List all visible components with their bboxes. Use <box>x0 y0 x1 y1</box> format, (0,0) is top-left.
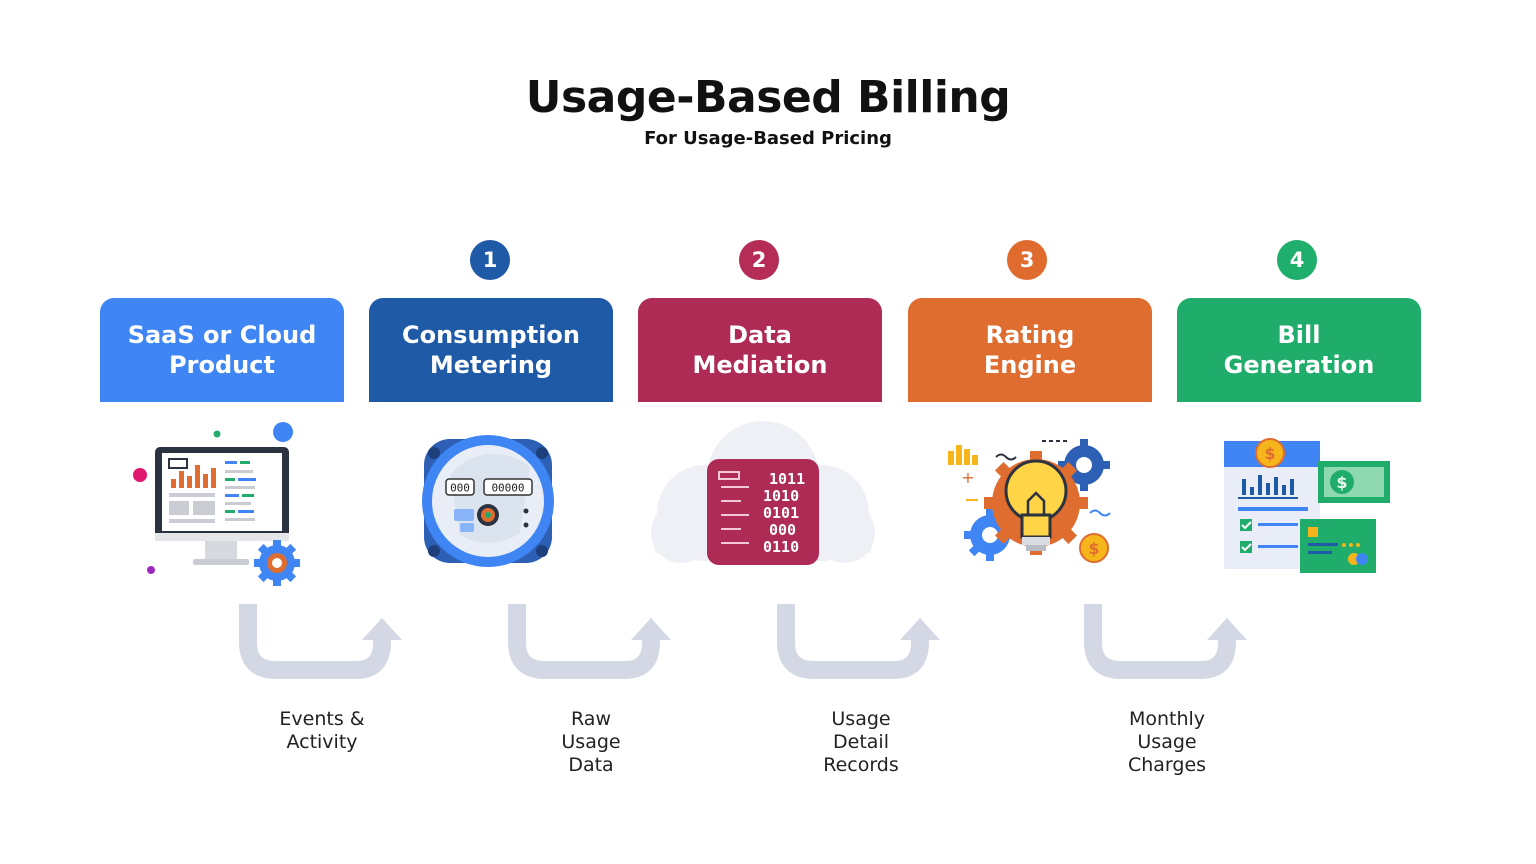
stage-label-line: Consumption <box>401 321 581 349</box>
flow-label-line: Monthly <box>1128 708 1206 730</box>
flow-label-events-activity: Events & Activity <box>242 708 402 754</box>
flow-label-line: Activity <box>286 731 358 753</box>
flow-label-line: Charges <box>1127 754 1207 776</box>
binary-cloud-icon: 1011 1010 0101 000 0110 <box>651 421 875 565</box>
stage-label-line: Engine <box>983 351 1077 379</box>
flow-arrow-1 <box>239 604 402 679</box>
meter-digits-left: 000 <box>450 482 470 495</box>
binary-row: 0110 <box>763 538 799 556</box>
meter-digits-right: 00000 <box>491 482 524 495</box>
binary-data-rows: 1011 1010 0101 000 0110 <box>763 470 805 556</box>
flow-label-raw-usage-data: Raw Usage Data <box>511 708 671 777</box>
flow-arrow-2 <box>508 604 671 679</box>
binary-row: 1011 <box>769 470 805 488</box>
stage-label-line: Rating <box>985 321 1075 349</box>
step-badge-3: 3 <box>1007 240 1047 280</box>
stage-label-line: Bill <box>1277 321 1321 349</box>
stage-label-line: Mediation <box>692 351 828 379</box>
stage-label-line: SaaS or Cloud <box>127 321 317 349</box>
flow-label-line: Data <box>568 754 614 776</box>
svg-text:+: + <box>961 468 974 487</box>
step-badge-2: 2 <box>739 240 779 280</box>
stage-label-line: Generation <box>1223 351 1375 379</box>
lightbulb-gears-icon: + $ <box>948 439 1111 563</box>
binary-row: 0101 <box>763 504 799 522</box>
currency-symbol: $ <box>1336 473 1347 492</box>
binary-row: 1010 <box>763 487 799 505</box>
flow-label-monthly-usage-charges: Monthly Usage Charges <box>1087 708 1247 777</box>
flow-label-line: Raw <box>571 708 611 730</box>
currency-symbol: $ <box>1088 539 1099 558</box>
step-badge-4: 4 <box>1277 240 1317 280</box>
flow-label-line: Records <box>823 754 899 776</box>
page-title: Usage-Based Billing <box>525 72 1011 123</box>
flow-label-line: Usage <box>831 708 891 730</box>
flow-label-line: Events & <box>279 708 365 730</box>
flow-arrow-4 <box>1084 604 1247 679</box>
flow-label-line: Usage <box>1137 731 1197 753</box>
flow-label-line: Detail <box>833 731 889 753</box>
binary-row: 000 <box>769 521 796 539</box>
flow-arrow-3 <box>777 604 940 679</box>
step-badge-1: 1 <box>470 240 510 280</box>
invoice-money-icon: $ $ <box>1224 438 1390 573</box>
flow-label-usage-detail-records: Usage Detail Records <box>781 708 941 777</box>
flow-label-line: Usage <box>561 731 621 753</box>
stage-label-line: Product <box>169 351 275 379</box>
stage-label-line: Metering <box>429 351 553 379</box>
currency-symbol: $ <box>1264 444 1275 463</box>
page-subtitle: For Usage-Based Pricing <box>644 128 892 149</box>
stage-label-line: Data <box>728 321 792 349</box>
monitor-analytics-icon <box>133 422 300 586</box>
utility-meter-icon: 000 00000 <box>422 435 554 567</box>
